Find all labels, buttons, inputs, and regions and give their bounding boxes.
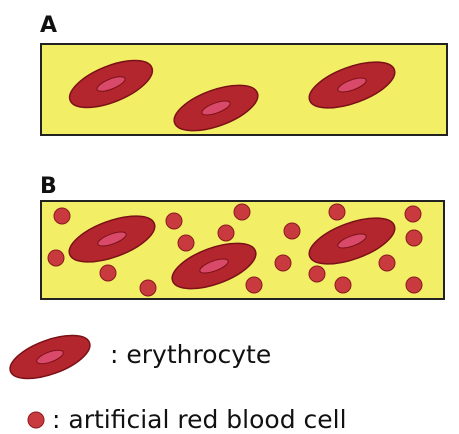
panel-b: B (40, 174, 444, 299)
artificial-cell (140, 280, 156, 296)
artificial-cell (406, 230, 422, 246)
artificial-cell (54, 208, 70, 224)
artificial-cell (275, 255, 291, 271)
legend-erythrocyte-icon (5, 327, 96, 388)
legend-erythrocyte-label: : erythrocyte (110, 340, 271, 369)
artificial-cell (406, 277, 422, 293)
artificial-cell (246, 277, 262, 293)
legend-artificial-cell-label: : artificial red blood cell (52, 405, 347, 434)
legend-artificial-cell-icon (28, 412, 44, 428)
panel-a: A (40, 13, 447, 140)
artificial-cell (405, 206, 421, 222)
artificial-cell (48, 250, 64, 266)
artificial-cell (234, 204, 250, 220)
artificial-cell (309, 266, 325, 282)
panel-b-label: B (40, 174, 57, 199)
artificial-cell (100, 265, 116, 281)
artificial-cell (329, 204, 345, 220)
artificial-cell (335, 277, 351, 293)
artificial-cell (284, 223, 300, 239)
artificial-cell (166, 213, 182, 229)
artificial-cell (178, 235, 194, 251)
panel-a-label: A (40, 13, 57, 38)
artificial-cell (218, 225, 234, 241)
legend: : erythrocyte : artificial red blood cel… (5, 327, 347, 434)
artificial-cell (379, 255, 395, 271)
